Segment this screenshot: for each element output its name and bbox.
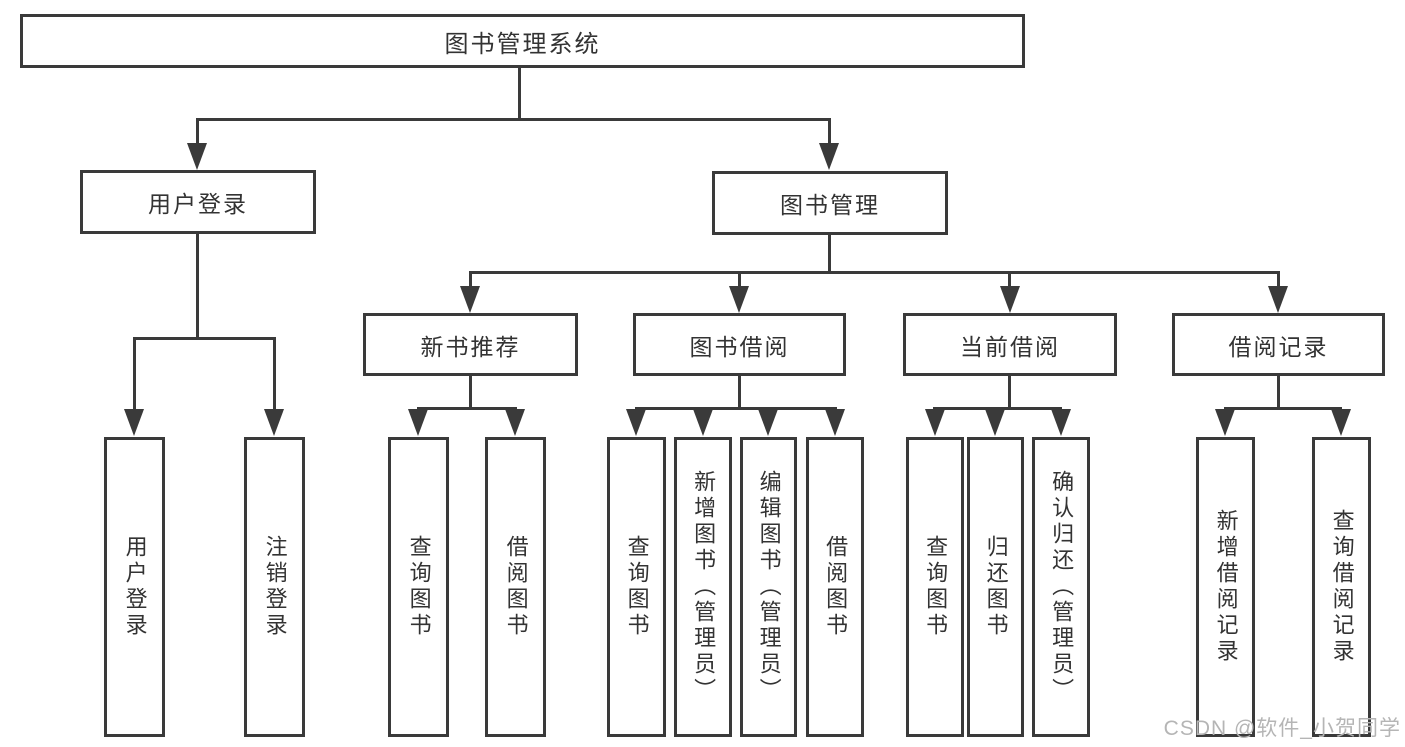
connector-book-mgmt-drop xyxy=(828,118,831,145)
connector-borrow-split xyxy=(635,407,837,410)
arrowhead-cb-return xyxy=(985,409,1005,436)
arrowhead-rec-borrow xyxy=(505,409,525,436)
connector-user-login-stem xyxy=(196,234,199,337)
node-borrow-records: 借阅记录 xyxy=(1172,313,1385,376)
node-label: 图书管理系统 xyxy=(444,30,601,58)
arrowhead-bb-edit xyxy=(758,409,778,436)
node-new-book-recommend: 新书推荐 xyxy=(363,313,578,376)
connector-root-stem xyxy=(518,68,521,118)
arrowhead-cb-confirm xyxy=(1051,409,1071,436)
arrowhead-leaf-login xyxy=(124,409,144,436)
leaf-cb-return-books: 归还图书 xyxy=(967,437,1024,737)
node-label: 用户登录 xyxy=(148,191,248,217)
leaf-bb-query-books: 查询图书 xyxy=(607,437,666,737)
arrowhead-bb-borrow xyxy=(825,409,845,436)
leaf-label: 查询借阅记录 xyxy=(1329,509,1355,665)
node-label: 借阅记录 xyxy=(1228,333,1329,360)
connector-leaf-login-drop xyxy=(133,337,136,411)
connector-new-rec-stem xyxy=(469,376,472,407)
leaf-br-add-record: 新增借阅记录 xyxy=(1196,437,1255,737)
connector-level1-split xyxy=(196,118,831,121)
arrowhead-user-login xyxy=(187,143,207,170)
connector-leaf-logout-drop xyxy=(273,337,276,411)
connector-current-stem xyxy=(1008,376,1011,407)
arrowhead-current xyxy=(1000,286,1020,313)
leaf-label: 查询图书 xyxy=(923,535,949,639)
arrowhead-new-rec xyxy=(460,286,480,313)
leaf-label: 新增借阅记录 xyxy=(1213,509,1239,665)
arrowhead-borrow xyxy=(729,286,749,313)
connector-current-drop xyxy=(1008,271,1011,287)
leaf-logout: 注销登录 xyxy=(244,437,305,737)
leaf-label: 用户登录 xyxy=(122,535,148,639)
arrowhead-leaf-logout xyxy=(264,409,284,436)
arrowhead-cb-query xyxy=(925,409,945,436)
connector-book-mgmt-stem xyxy=(828,235,831,271)
leaf-label: 查询图书 xyxy=(406,535,432,639)
connector-borrow-drop xyxy=(738,271,741,287)
leaf-cb-confirm-return-admin: 确认归还（管理员） xyxy=(1032,437,1090,737)
node-label: 当前借阅 xyxy=(960,333,1060,360)
leaf-rec-borrow-books: 借阅图书 xyxy=(485,437,546,737)
arrowhead-bb-add xyxy=(693,409,713,436)
connector-new-rec-drop xyxy=(469,271,472,287)
connector-records-stem xyxy=(1277,376,1280,407)
leaf-label: 编辑图书（管理员） xyxy=(756,470,782,704)
leaf-label: 借阅图书 xyxy=(503,535,529,639)
leaf-bb-add-books-admin: 新增图书（管理员） xyxy=(674,437,732,737)
arrowhead-rec-query xyxy=(408,409,428,436)
arrowhead-book-mgmt xyxy=(819,143,839,170)
leaf-user-login: 用户登录 xyxy=(104,437,165,737)
leaf-rec-query-books: 查询图书 xyxy=(388,437,449,737)
leaf-br-query-record: 查询借阅记录 xyxy=(1312,437,1371,737)
node-user-login: 用户登录 xyxy=(80,170,316,234)
node-label: 新书推荐 xyxy=(420,333,521,360)
arrowhead-bb-query xyxy=(626,409,646,436)
leaf-label: 查询图书 xyxy=(624,535,650,639)
leaf-label: 归还图书 xyxy=(983,535,1009,639)
connector-records-split xyxy=(1224,407,1342,410)
leaf-label: 新增图书（管理员） xyxy=(691,470,717,704)
node-book-management: 图书管理 xyxy=(712,171,948,235)
connector-new-rec-split xyxy=(417,407,517,410)
leaf-label: 借阅图书 xyxy=(823,535,849,639)
leaf-bb-edit-books-admin: 编辑图书（管理员） xyxy=(740,437,797,737)
leaf-label: 确认归还（管理员） xyxy=(1049,470,1075,704)
leaf-label: 注销登录 xyxy=(262,535,288,639)
leaf-cb-query-books: 查询图书 xyxy=(906,437,964,737)
arrowhead-br-add xyxy=(1215,409,1235,436)
leaf-bb-borrow-books: 借阅图书 xyxy=(806,437,864,737)
arrowhead-br-query xyxy=(1331,409,1351,436)
connector-user-login-split xyxy=(133,337,275,340)
connector-user-login-drop xyxy=(196,118,199,145)
watermark: CSDN @软件_小贺同学 xyxy=(1163,717,1401,740)
node-current-borrowing: 当前借阅 xyxy=(903,313,1117,376)
node-label: 图书管理 xyxy=(780,192,880,218)
arrowhead-records xyxy=(1268,286,1288,313)
connector-borrow-stem xyxy=(738,376,741,407)
connector-level3-split xyxy=(469,271,1280,274)
connector-records-drop xyxy=(1277,271,1280,287)
node-label: 图书借阅 xyxy=(689,333,790,360)
connector-current-split xyxy=(933,407,1062,410)
node-library-management-system: 图书管理系统 xyxy=(20,14,1025,68)
node-book-borrowing: 图书借阅 xyxy=(633,313,846,376)
